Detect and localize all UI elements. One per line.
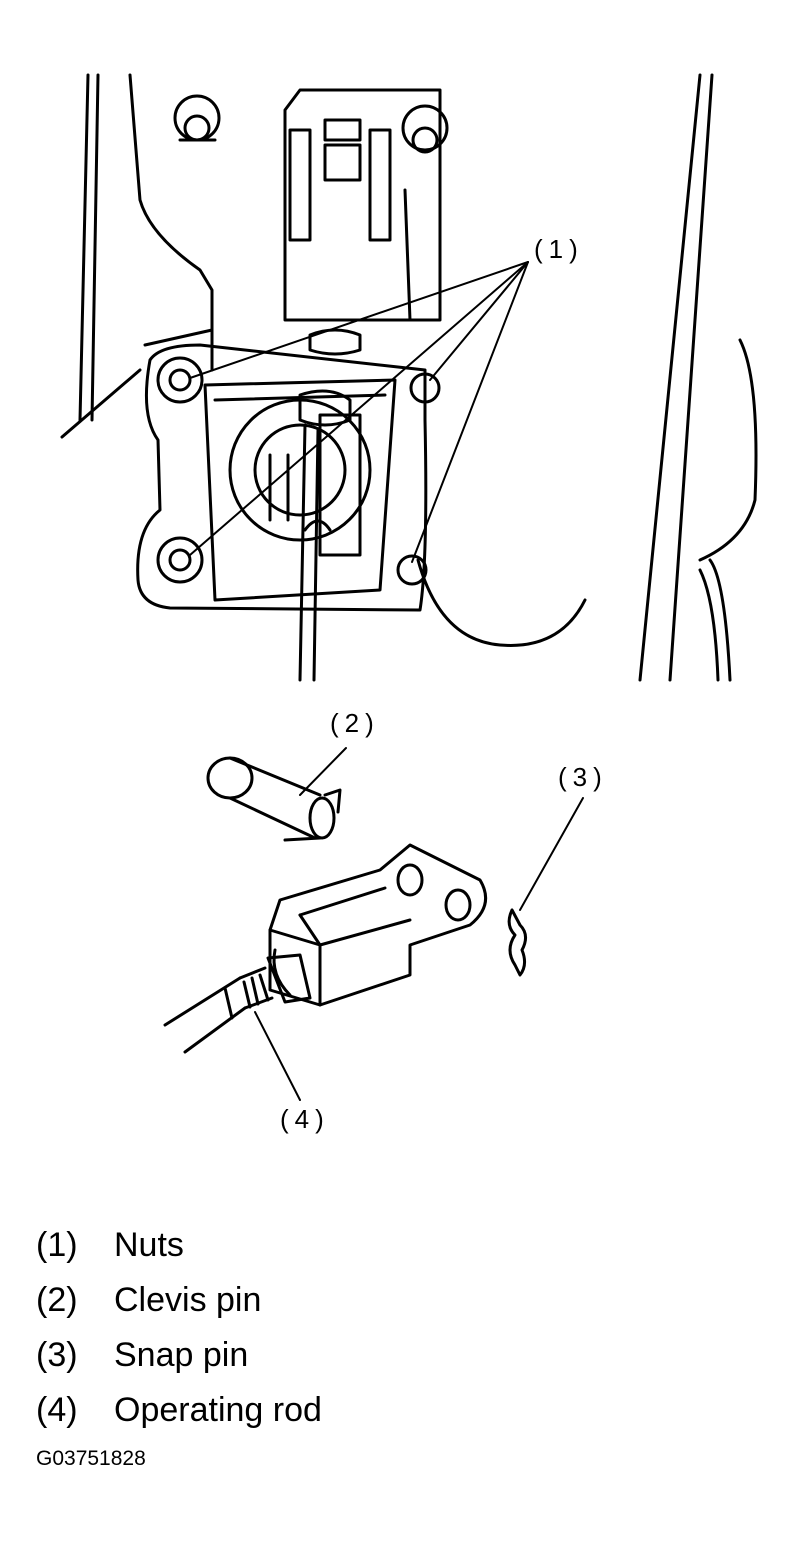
right-rails — [416, 73, 758, 682]
legend-item: (2) Clevis pin — [36, 1273, 322, 1328]
legend-item: (4) Operating rod — [36, 1383, 322, 1438]
left-frame-rails — [60, 73, 214, 439]
legend-label: Snap pin — [114, 1336, 249, 1374]
legend-label: Operating rod — [114, 1391, 322, 1429]
legend-number: (3) — [36, 1336, 78, 1374]
snap-pin — [507, 908, 527, 977]
mounting-plate — [136, 343, 428, 682]
plate-nut-lower-right — [396, 554, 428, 586]
plate-nut-upper-right — [409, 372, 441, 404]
callout-3: (3) — [558, 762, 608, 792]
callout-4: (4) — [280, 1104, 330, 1134]
top-right-bolt — [401, 104, 449, 154]
legend-item: (3) Snap pin — [36, 1328, 322, 1383]
clevis-yoke — [268, 843, 488, 1007]
callout-2: (2) — [330, 708, 380, 738]
operating-rod — [163, 953, 312, 1054]
leader-line-snap-pin — [519, 797, 584, 911]
legend-number: (4) — [36, 1391, 78, 1429]
legend-number: (2) — [36, 1281, 78, 1319]
legend-label: Clevis pin — [114, 1281, 262, 1319]
legend-label: Nuts — [114, 1226, 184, 1264]
leader-line-operating-rod — [254, 1011, 301, 1101]
plate-nut-upper-left — [156, 356, 204, 404]
leader-lines-nuts — [189, 261, 529, 563]
plate-nut-lower-left — [156, 536, 204, 584]
legend: (1) Nuts (2) Clevis pin (3) Snap pin (4)… — [36, 1218, 322, 1438]
legend-number: (1) — [36, 1226, 78, 1264]
legend-item: (1) Nuts — [36, 1218, 322, 1273]
callout-1: (1) — [534, 234, 584, 264]
top-left-bolt — [173, 94, 221, 142]
assembly-diagram: (1) (2) (3) (4) — [60, 73, 758, 1134]
leader-line-clevis-pin — [299, 747, 347, 796]
clevis-pin — [206, 756, 342, 842]
figure-code: G03751828 — [36, 1447, 146, 1470]
